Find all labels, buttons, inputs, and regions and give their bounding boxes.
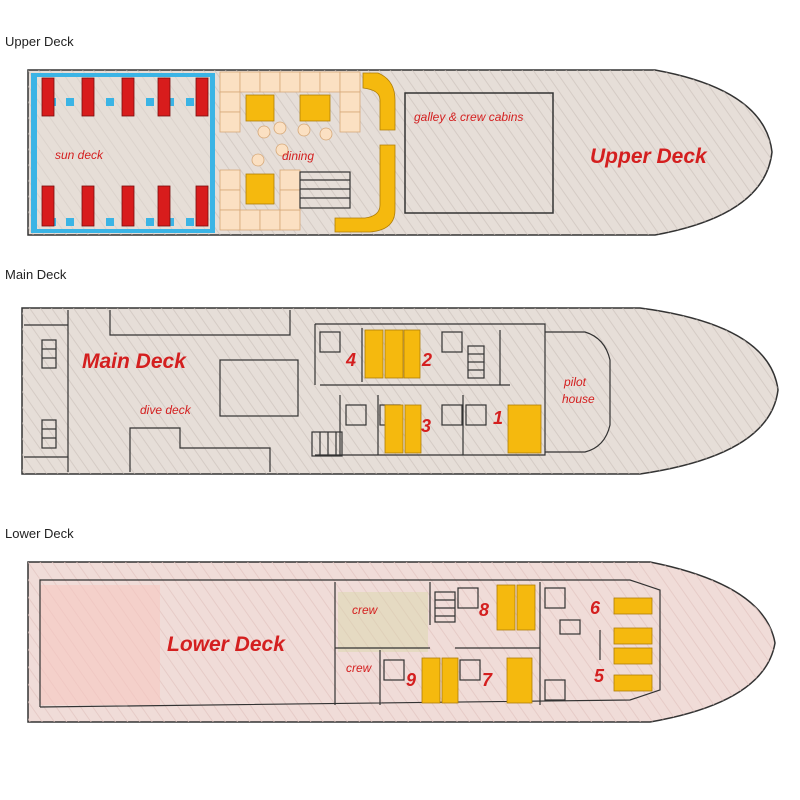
main-deck-title: Main Deck (82, 350, 187, 373)
lower-stairs (434, 591, 456, 623)
head (459, 659, 481, 681)
main-stairs (311, 431, 343, 457)
bar-counter (334, 72, 396, 233)
crew-label-2: crew (346, 661, 373, 675)
section-label-lower: Lower Deck (5, 526, 74, 541)
cabin-number-5: 5 (594, 666, 605, 686)
cabin-berth (496, 584, 516, 631)
cabin-berth (613, 627, 653, 645)
dive-deck-label: dive deck (140, 403, 192, 417)
cabin-number-8: 8 (479, 600, 489, 620)
cabin-number-2: 2 (421, 350, 432, 370)
lower-deck-title: Lower Deck (167, 633, 286, 656)
cabin-berth (613, 597, 653, 615)
lower-deck-plan: Lower Deck crew crew 8 6 9 7 5 (27, 561, 776, 723)
ladder (41, 339, 57, 369)
pilot-house-wall (545, 331, 611, 453)
crew-label-1: crew (352, 603, 379, 617)
cabin-number-6: 6 (590, 598, 601, 618)
upper-deck-title: Upper Deck (590, 145, 708, 168)
cabin-berth (421, 657, 441, 704)
cabin-berth (364, 329, 384, 379)
sunbeds-top (41, 77, 209, 117)
cabin-berth (613, 674, 653, 692)
cabin-berth (613, 647, 653, 665)
galley-label: galley & crew cabins (414, 110, 523, 124)
cabin-berth (506, 657, 533, 704)
dining-area: dining (219, 71, 361, 231)
head (345, 404, 367, 426)
cabin-berth (404, 404, 422, 454)
head (544, 587, 566, 609)
dining-label: dining (282, 149, 314, 163)
cabin-number-1: 1 (493, 408, 503, 428)
section-label-upper: Upper Deck (5, 34, 74, 49)
ladder (41, 419, 57, 449)
cabin-number-4: 4 (345, 350, 356, 370)
galley-room (404, 92, 554, 214)
head (319, 331, 341, 353)
pilot-house-label-2: house (562, 392, 595, 406)
cabin-berth (384, 329, 404, 379)
head (559, 619, 581, 635)
sun-deck-label: sun deck (55, 148, 104, 162)
cabin-number-3: 3 (421, 416, 431, 436)
cabin-number-9: 9 (406, 670, 416, 690)
head (441, 404, 463, 426)
head (383, 659, 405, 681)
main-deck-plan: Main Deck dive deck pilot house 4 2 3 1 (21, 307, 779, 475)
cabin-berth (507, 404, 542, 454)
cabin-number-7: 7 (482, 670, 493, 690)
head (544, 679, 566, 701)
dining-table (245, 94, 275, 122)
upper-stairs (299, 171, 351, 209)
head (465, 404, 487, 426)
section-label-main: Main Deck (5, 267, 67, 282)
head (441, 331, 463, 353)
sunbeds-bottom (41, 185, 209, 227)
cabin-berth (384, 404, 404, 454)
upper-deck-plan: sun deck (27, 69, 773, 236)
head (457, 587, 479, 609)
cabin-berth (516, 584, 536, 631)
pilot-house-label-1: pilot (563, 375, 587, 389)
cabin-berth (441, 657, 459, 704)
dining-table (299, 94, 331, 122)
cabin-berth (403, 329, 421, 379)
hatch-cover (219, 359, 299, 417)
dining-table (245, 173, 275, 205)
